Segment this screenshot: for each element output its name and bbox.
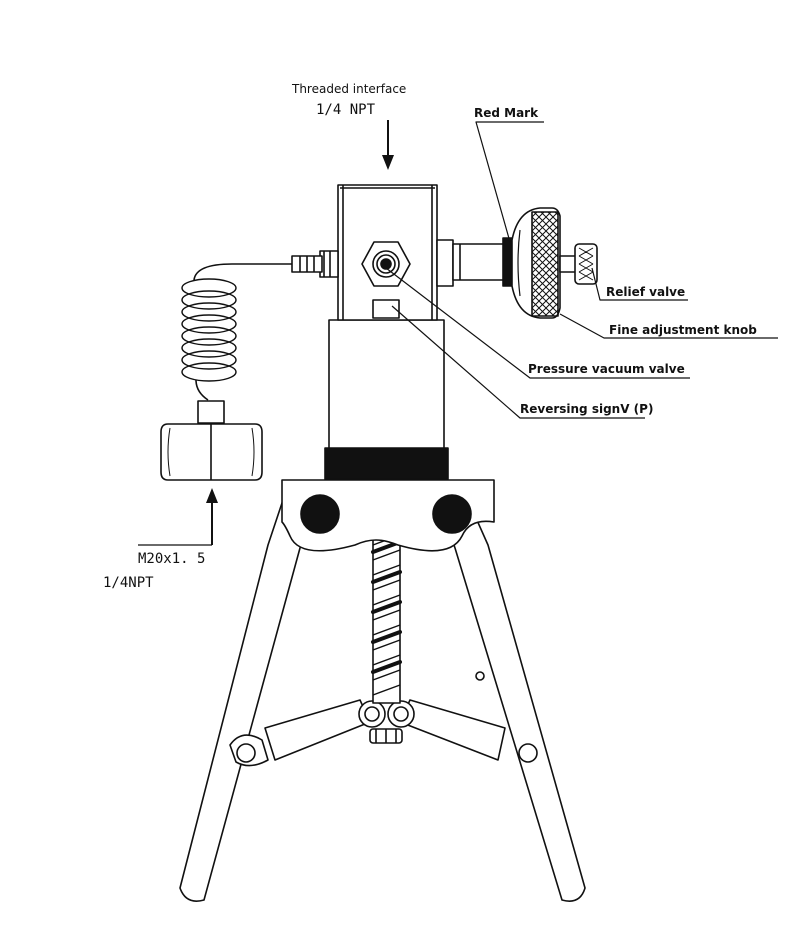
hose-line — [193, 263, 292, 281]
relief-valve — [559, 243, 598, 285]
label-fine-adjustment-knob: Fine adjustment knob — [609, 323, 757, 337]
handle-yoke — [281, 479, 495, 552]
reversing-sign-plate — [372, 299, 400, 319]
label-thread-npt: 1/4NPT — [103, 575, 154, 591]
adjustment-shaft — [436, 237, 514, 287]
fine-adjustment-knob — [511, 207, 561, 319]
connector-nut — [160, 400, 263, 481]
right-leg — [439, 499, 586, 902]
label-relief-valve: Relief valve — [606, 285, 685, 299]
hose-fitting — [291, 250, 339, 278]
label-threaded-interface: Threaded interface — [291, 82, 406, 96]
threaded-screw — [371, 534, 402, 704]
pump-collar — [324, 447, 449, 480]
label-threaded-interface-spec: 1/4 NPT — [316, 102, 376, 118]
pressure-vacuum-valve — [361, 241, 411, 287]
label-thread-m20: M20x1. 5 — [138, 551, 205, 567]
leader-lines — [138, 120, 778, 546]
cross-arms — [264, 699, 506, 761]
label-red-mark: Red Mark — [474, 106, 539, 120]
hose-tail — [195, 379, 209, 401]
coil-hose — [181, 278, 237, 382]
label-reversing-sign: Reversing signV (P) — [520, 402, 653, 416]
label-pressure-vacuum-valve: Pressure vacuum valve — [528, 362, 685, 376]
left-leg — [179, 499, 319, 902]
pump-cylinder — [328, 319, 445, 449]
